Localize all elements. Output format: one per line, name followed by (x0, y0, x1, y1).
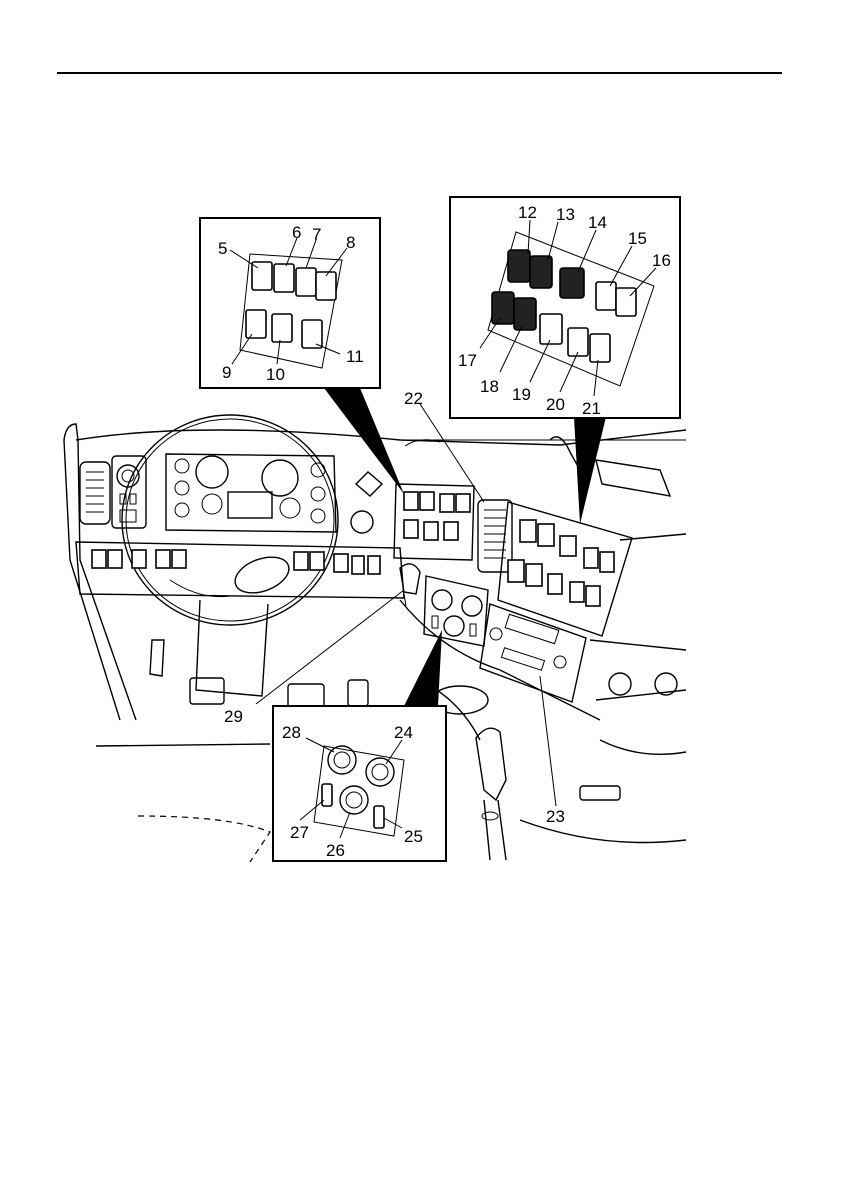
label-22: 22 (404, 389, 423, 408)
label-18: 18 (480, 377, 499, 396)
label-16: 16 (652, 251, 671, 270)
label-5: 5 (218, 239, 227, 258)
label-14: 14 (588, 213, 607, 232)
label-29: 29 (224, 707, 243, 726)
label-11: 11 (346, 347, 364, 366)
label-12: 12 (518, 203, 537, 222)
label-13: 13 (556, 205, 575, 224)
label-6: 6 (292, 223, 301, 242)
label-15: 15 (628, 229, 647, 248)
label-27: 27 (290, 823, 309, 842)
label-20: 20 (546, 395, 565, 414)
pointer-wedge-right (574, 417, 606, 524)
label-26: 26 (326, 841, 345, 860)
label-25: 25 (404, 827, 423, 846)
label-24: 24 (394, 723, 413, 742)
label-21: 21 (582, 399, 601, 418)
left-vent-slats (86, 472, 104, 512)
label-28: 28 (282, 723, 301, 742)
label-7: 7 (312, 225, 321, 244)
label-9: 9 (222, 363, 231, 382)
pointer-wedge-bottom (404, 630, 442, 706)
label-23: 23 (546, 807, 565, 826)
label-10: 10 (266, 365, 285, 384)
label-17: 17 (458, 351, 477, 370)
pointer-wedge-left (324, 388, 404, 494)
label-8: 8 (346, 233, 355, 252)
label-19: 19 (512, 385, 531, 404)
